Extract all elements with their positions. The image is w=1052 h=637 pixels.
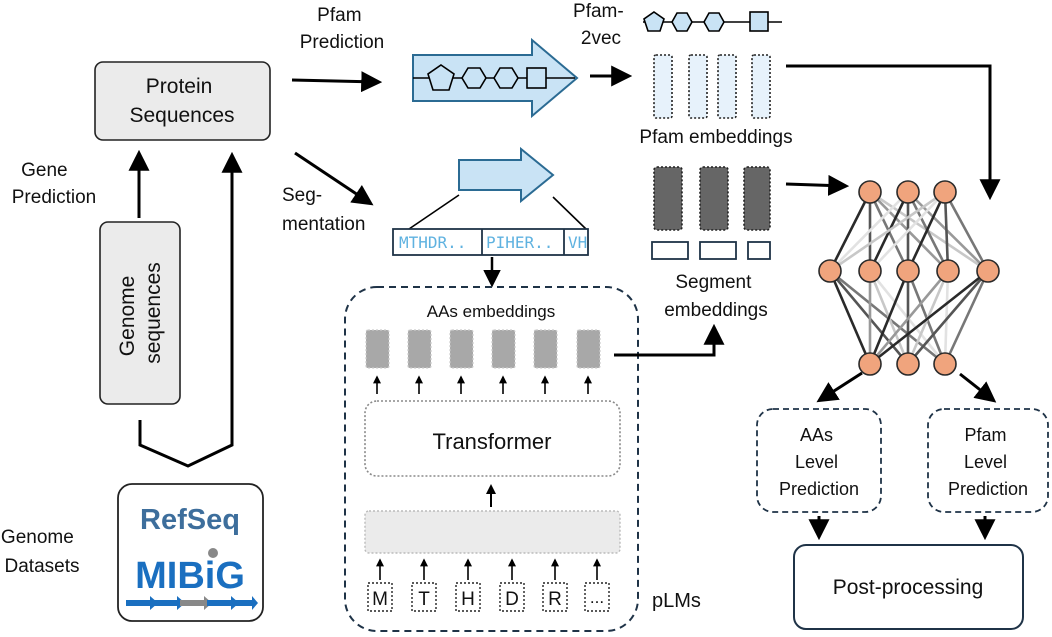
input-embedding-layer bbox=[364, 510, 621, 554]
pfam-embeddings bbox=[653, 54, 771, 119]
token-m: M bbox=[372, 589, 388, 610]
flow-arrow bbox=[786, 64, 1001, 201]
plms-container bbox=[344, 286, 639, 632]
network-edge bbox=[869, 270, 949, 365]
segment-embeddings-label: Segment embeddings bbox=[664, 272, 768, 321]
network-edge bbox=[829, 191, 909, 272]
post-processing-box: Post-processing bbox=[793, 544, 1024, 630]
network-edge bbox=[868, 270, 910, 365]
pfam-domain-arrow-icon bbox=[412, 37, 579, 119]
segment-text-1: MTHDR.. bbox=[399, 233, 466, 252]
aas-level-prediction-box: AAs Level Prediction bbox=[756, 408, 882, 513]
network-node bbox=[858, 180, 882, 204]
network-edge bbox=[906, 191, 947, 272]
amino-acid-tokens: M T H D R ... bbox=[367, 582, 610, 612]
network-edge bbox=[907, 270, 989, 365]
gene-prediction-label: Gene Prediction bbox=[12, 160, 97, 208]
hexagon-icon bbox=[461, 67, 487, 89]
network-node bbox=[976, 259, 1000, 283]
transformer-label: Transformer bbox=[433, 429, 552, 454]
genome-datasets-label: Genome Datasets bbox=[1, 527, 80, 577]
pfam-embeddings-label: Pfam embeddings bbox=[639, 127, 792, 148]
network-node bbox=[818, 259, 842, 283]
network-node bbox=[896, 259, 920, 283]
neural-network bbox=[818, 180, 1000, 376]
token-h: H bbox=[461, 589, 475, 610]
square-icon bbox=[526, 67, 547, 89]
flow-arrow bbox=[294, 151, 374, 206]
network-edge bbox=[829, 269, 946, 366]
small-arrows-upper bbox=[373, 375, 592, 394]
network-node bbox=[858, 352, 882, 376]
flow-arrow bbox=[785, 174, 850, 196]
bracket-line bbox=[408, 194, 460, 230]
network-edge bbox=[906, 270, 947, 365]
segment-arrow-icon bbox=[458, 146, 555, 204]
token-r: R bbox=[548, 589, 562, 610]
pfam-domain-string-icon bbox=[643, 11, 782, 32]
aa-embeddings bbox=[365, 329, 601, 369]
flow-arrow bbox=[816, 371, 863, 403]
small-arrows-lower bbox=[376, 558, 601, 580]
network-node bbox=[858, 259, 882, 283]
pentagon-icon bbox=[427, 64, 455, 91]
network-edge bbox=[906, 191, 950, 272]
segment-text-2: PIHER.. bbox=[486, 233, 553, 252]
pfam2vec-label: Pfam- 2vec bbox=[573, 1, 629, 49]
segment-outline-boxes bbox=[651, 241, 771, 260]
network-node bbox=[933, 180, 957, 204]
gene-arrows-icon bbox=[126, 596, 258, 610]
network-node bbox=[896, 352, 920, 376]
network-edge bbox=[943, 191, 990, 272]
pfam-prediction-label: Pfam Prediction bbox=[300, 5, 385, 53]
flow-arrow bbox=[291, 71, 383, 93]
aas-level-prediction-label: AAs Level Prediction bbox=[779, 425, 859, 499]
network-node bbox=[896, 180, 920, 204]
protein-sequences-label: Protein Sequences bbox=[129, 75, 234, 127]
post-processing-label: Post-processing bbox=[833, 576, 984, 599]
plms-label: pLMs bbox=[652, 590, 701, 612]
segmentation-label: Seg- mentation bbox=[282, 185, 365, 235]
segment-embeddings bbox=[653, 166, 771, 231]
genome-sequences-box: Genome sequences bbox=[99, 221, 181, 405]
token-t: T bbox=[418, 589, 430, 610]
token-d: D bbox=[505, 589, 519, 610]
genome-sequences-label: Genome sequences bbox=[116, 262, 165, 364]
mibig-logo: MIBiG bbox=[135, 555, 245, 597]
network-node bbox=[933, 352, 957, 376]
segment-sequence-boxes: MTHDR.. PIHER.. VH bbox=[392, 228, 589, 256]
network-edge bbox=[869, 191, 946, 272]
protein-sequences-box: Protein Sequences bbox=[94, 61, 271, 141]
hexagon-icon bbox=[493, 67, 519, 89]
network-edge bbox=[828, 270, 872, 365]
network-edge bbox=[907, 191, 989, 272]
token-ellipsis: ... bbox=[590, 588, 604, 607]
bracket-line bbox=[552, 196, 587, 230]
network-edge bbox=[828, 191, 872, 272]
network-edge bbox=[943, 270, 990, 365]
aas-embeddings-label: AAs embeddings bbox=[427, 302, 556, 321]
flow-arrow bbox=[614, 323, 725, 357]
transformer-box: Transformer bbox=[364, 400, 621, 477]
flow-arrow bbox=[959, 372, 997, 403]
genome-datasets-logo-box: RefSeq MIBiG bbox=[117, 483, 264, 622]
pfam-level-prediction-box: Pfam Level Prediction bbox=[927, 408, 1049, 513]
refseq-logo: RefSeq bbox=[140, 504, 240, 536]
pfam-level-prediction-label: Pfam Level Prediction bbox=[948, 425, 1028, 499]
network-edge bbox=[829, 190, 946, 273]
segment-text-3: VH bbox=[568, 233, 587, 252]
flow-arrow bbox=[138, 151, 243, 468]
network-node bbox=[936, 259, 960, 283]
network-edge bbox=[943, 191, 950, 272]
network-edge bbox=[869, 269, 989, 366]
